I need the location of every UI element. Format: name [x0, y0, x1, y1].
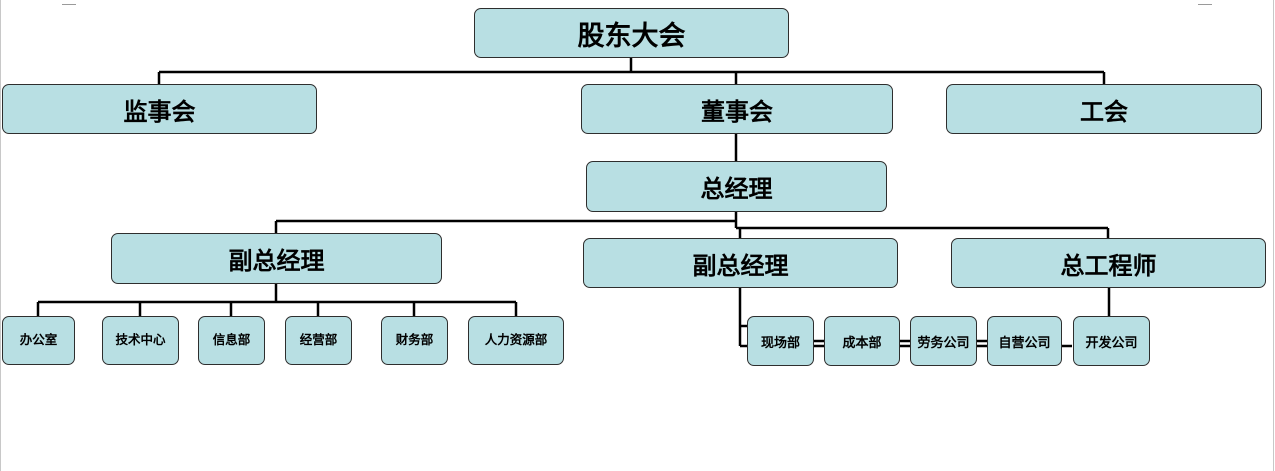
department-box: 办公室 [2, 316, 75, 365]
department-box: 自营公司 [987, 316, 1062, 366]
deputy-gm-center-box: 副总经理 [583, 238, 898, 288]
corner-mark-left [62, 0, 76, 5]
deputy-gm-left-box: 副总经理 [111, 233, 442, 284]
page-border-left [0, 0, 1, 471]
supervisory-board-box: 监事会 [2, 84, 317, 134]
department-box: 财务部 [381, 316, 448, 365]
department-box: 经营部 [285, 316, 352, 365]
labor-union-box: 工会 [946, 84, 1262, 134]
general-manager-box: 总经理 [586, 161, 887, 212]
department-box: 信息部 [198, 316, 265, 365]
chief-engineer-box: 总工程师 [951, 238, 1266, 288]
shareholders-meeting-box: 股东大会 [474, 8, 789, 58]
department-box: 成本部 [824, 316, 900, 366]
department-box: 现场部 [747, 316, 814, 366]
department-box: 人力资源部 [468, 316, 564, 365]
page-border-right [1273, 0, 1274, 471]
board-of-directors-box: 董事会 [581, 84, 893, 134]
department-box: 技术中心 [102, 316, 179, 365]
department-box: 开发公司 [1073, 316, 1150, 366]
corner-mark-right [1198, 0, 1212, 5]
department-box: 劳务公司 [910, 316, 977, 366]
